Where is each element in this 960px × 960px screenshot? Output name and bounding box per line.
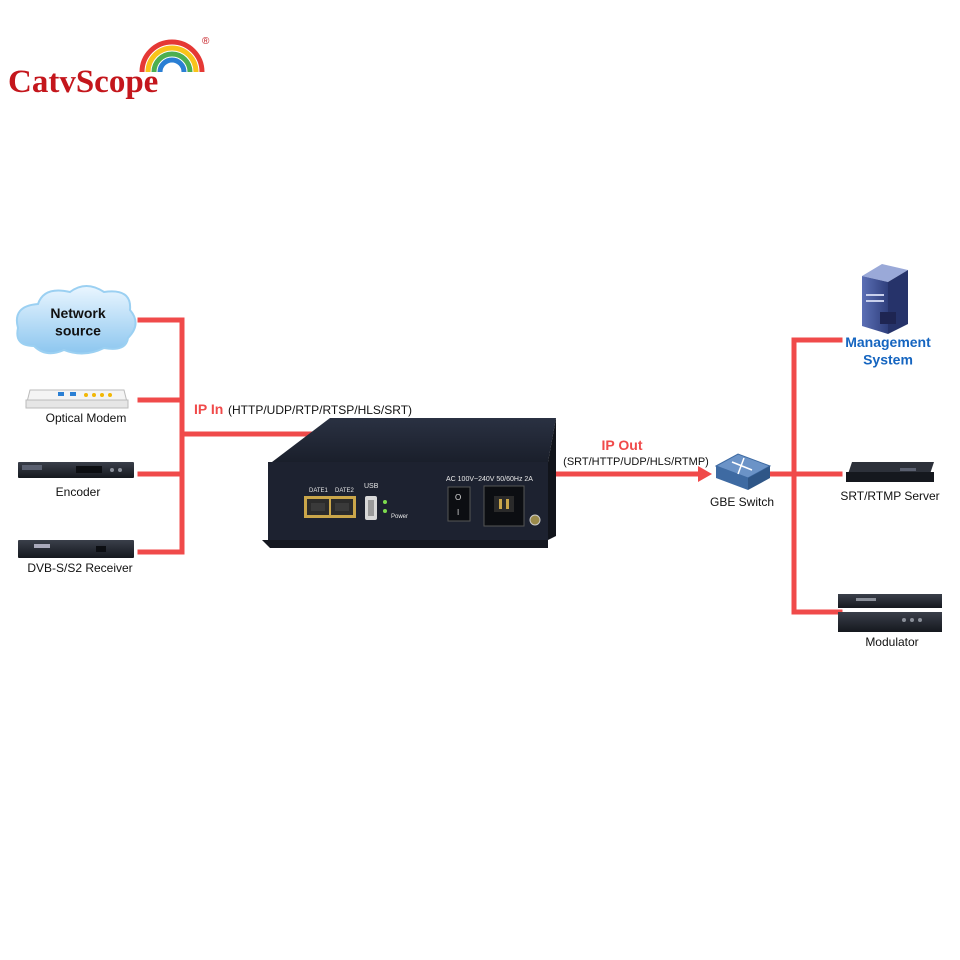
logo-arc-green [151,51,193,73]
ip-out-protocols: (SRT/HTTP/UDP/HLS/RTMP) [563,456,709,468]
dvb-receiver-label: DVB-S/S2 Receiver [27,561,132,575]
ip-in-title: IP In [194,401,223,417]
ground-screw-icon [529,514,541,526]
logo-arc-blue [157,57,187,73]
registered-mark: ® [202,36,210,47]
port1-label: DATE1 [309,488,329,494]
gbe-switch-label: GBE Switch [710,495,774,509]
usb-label: USB [364,483,379,490]
power-switch [447,486,471,522]
power-switch-off: O [455,493,461,502]
logo-arc-yellow [145,45,199,73]
ip-in-protocols: (HTTP/UDP/RTP/RTSP/HLS/SRT) [228,403,412,417]
brand-logo: CatvScope ® [8,36,210,100]
management-server-icon [862,264,908,334]
power-spec-label: AC 100V~240V 50/60Hz 2A [446,476,533,483]
gbe-switch-icon [714,453,772,490]
dvb-receiver-icon [18,540,134,558]
optical-modem-icon [25,389,129,409]
network-source-cloud-icon [16,285,137,355]
modulator-label: Modulator [865,635,918,649]
power-switch-on: I [457,508,459,517]
status-led-1 [383,500,387,504]
ip-gateway-device [262,418,556,548]
optical-modem-label: Optical Modem [46,411,127,425]
power-led [383,509,387,513]
ip-out-arrowhead [698,466,712,482]
logo-arc-red [139,39,205,73]
srt-rtmp-server-label: SRT/RTMP Server [840,489,939,503]
power-socket [483,485,525,527]
srt-rtmp-server-icon [846,462,934,482]
ip-out-title: IP Out [602,437,643,453]
encoder-icon [18,462,134,478]
encoder-label: Encoder [56,485,101,499]
modulator-icon [838,594,942,632]
port2-label: DATE2 [335,488,355,494]
logo-wordmark: CatvScope [8,64,158,100]
power-led-label: Power [391,514,408,520]
